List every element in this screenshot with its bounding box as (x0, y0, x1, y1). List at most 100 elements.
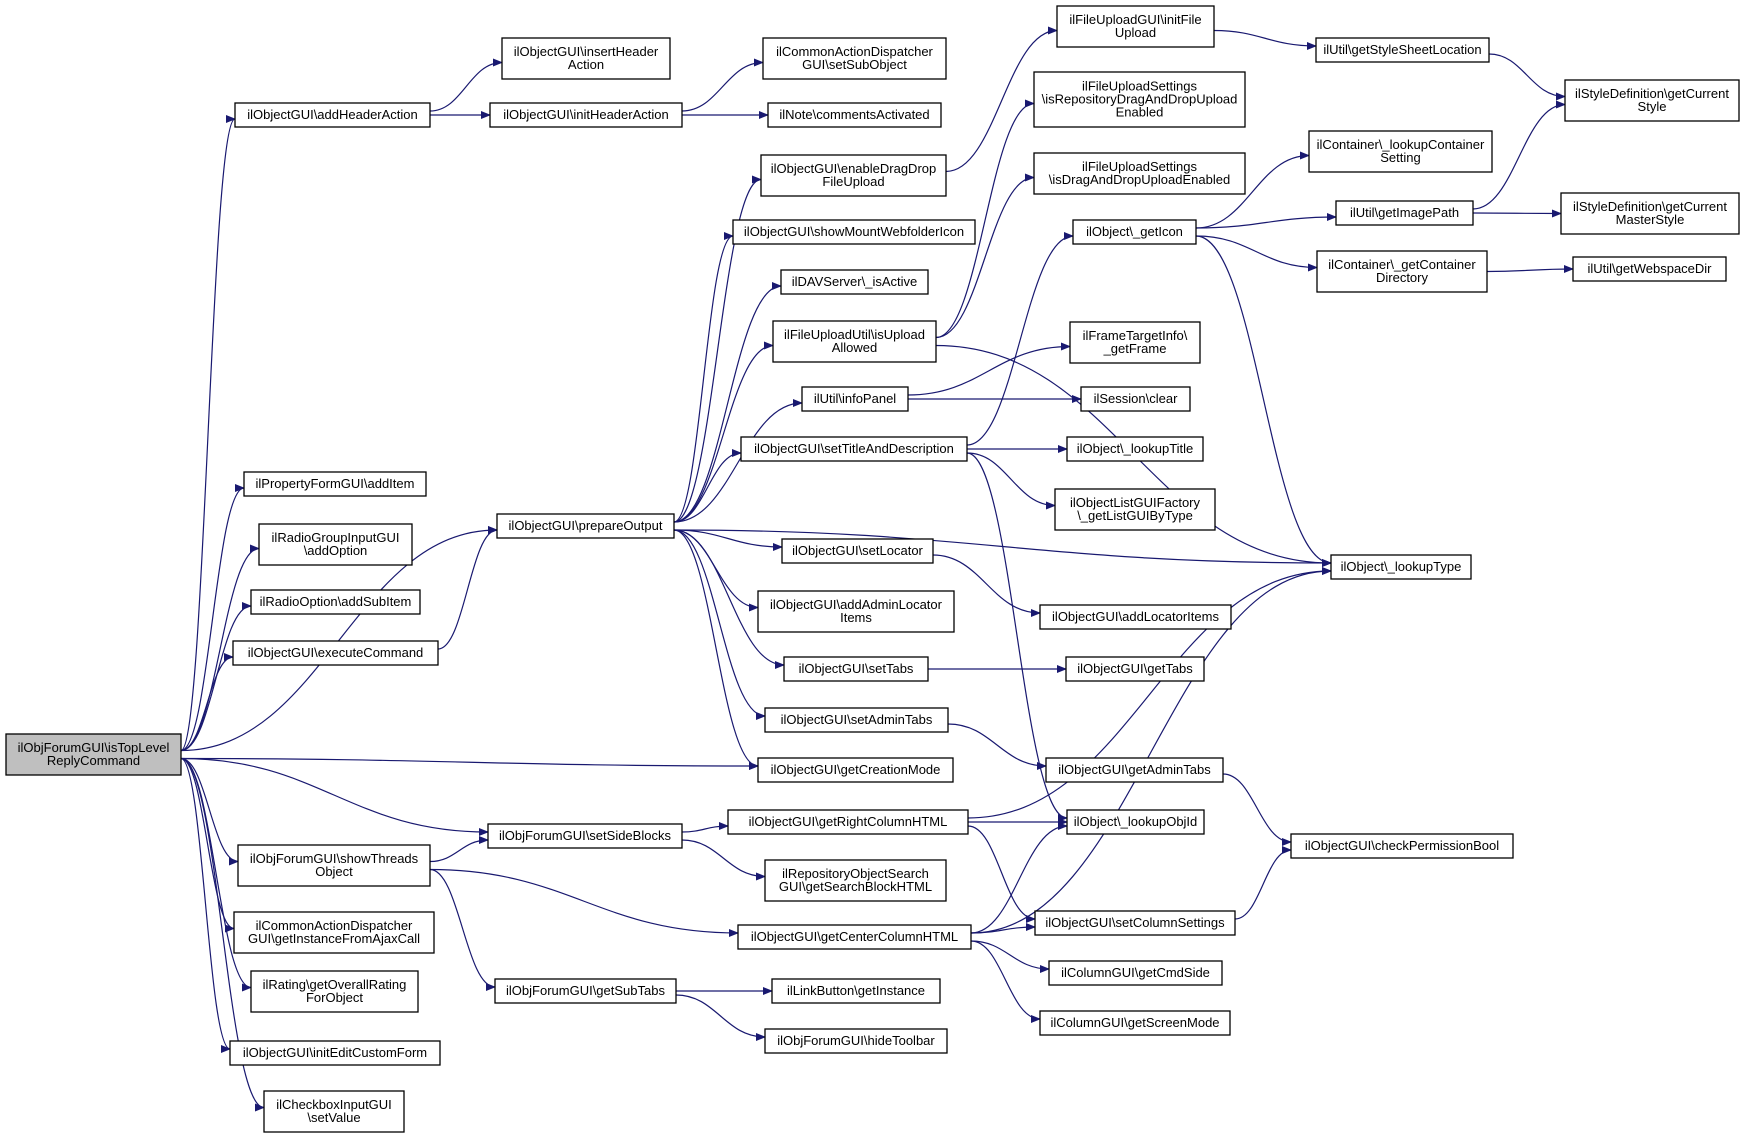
edge-getCenterColumn-to-getCmdSide (970, 940, 1050, 973)
node-sessionClear[interactable]: ilSession\clear (1080, 386, 1191, 412)
node-setAdminTabs[interactable]: ilObjectGUI\setAdminTabs (764, 707, 949, 733)
node-label-line: ilObject\_lookupTitle (1077, 441, 1194, 456)
node-label-line: ilContainer\_lookupContainer (1317, 137, 1485, 152)
node-label-line: ilObjectGUI\setAdminTabs (781, 712, 933, 727)
node-getInstanceFromAjax[interactable]: ilCommonActionDispatcherGUI\getInstanceF… (233, 911, 435, 954)
node-getSearchBlock[interactable]: ilRepositoryObjectSearchGUI\getSearchBlo… (764, 859, 947, 902)
node-getImagePath[interactable]: ilUtil\getImagePath (1335, 200, 1474, 226)
node-box (1315, 37, 1490, 63)
node-hideToolbar[interactable]: ilObjForumGUI\hideToolbar (764, 1028, 948, 1054)
edge-initHeaderAction-to-setSubObject (681, 58, 764, 112)
node-box (732, 219, 976, 245)
node-getListGUIByType[interactable]: ilObjectListGUIFactory\_getListGUIByType (1054, 488, 1216, 531)
edge-getCenterColumn-to-getScreenMode (970, 940, 1041, 1023)
node-prepareOutput[interactable]: ilObjectGUI\prepareOutput (496, 513, 675, 539)
edge-root-to-showThreads (180, 757, 239, 866)
node-getCreationMode[interactable]: ilObjectGUI\getCreationMode (757, 757, 954, 783)
node-getFrame[interactable]: ilFrameTargetInfo\_getFrame (1069, 321, 1201, 364)
node-getWebspaceDir[interactable]: ilUtil\getWebspaceDir (1572, 256, 1727, 282)
node-getStyleSheet[interactable]: ilUtil\getStyleSheetLocation (1315, 37, 1490, 63)
node-label-line: Items (840, 610, 872, 625)
node-label-line: ilStyleDefinition\getCurrent (1573, 199, 1727, 214)
node-lookupObjId[interactable]: ilObject\_lookupObjId (1066, 809, 1205, 835)
node-addSubItem[interactable]: ilRadioOption\addSubItem (250, 589, 421, 615)
node-box (801, 386, 909, 412)
node-label-line: ilFileUploadGUI\initFile (1069, 12, 1201, 27)
node-isDnd[interactable]: ilFileUploadSettings\isDragAndDropUpload… (1033, 152, 1246, 195)
node-label-line: Enabled (1116, 105, 1164, 120)
node-initHeaderAction[interactable]: ilObjectGUI\initHeaderAction (489, 102, 683, 128)
edge-setAdminTabs-to-getAdminTabs (947, 723, 1047, 770)
edge-prepareOutput-to-getCreationMode (673, 529, 759, 770)
node-label-line: ilFileUploadSettings (1082, 79, 1197, 94)
edge-enableDragDrop-to-initFileUpload (945, 26, 1058, 173)
node-label-line: ilRadioGroupInputGUI (272, 530, 400, 545)
node-checkPermissionBool[interactable]: ilObjectGUI\checkPermissionBool (1290, 833, 1514, 859)
node-executeCommand[interactable]: ilObjectGUI\executeCommand (232, 640, 439, 666)
node-label-line: ilObjectGUI\getCenterColumnHTML (751, 929, 958, 944)
edge-getRightColumn-to-setColumnSettings (967, 825, 1036, 923)
node-addHeaderAction[interactable]: ilObjectGUI\addHeaderAction (234, 102, 431, 128)
node-davIsActive[interactable]: ilDAVServer\_isActive (780, 269, 929, 295)
node-box (1072, 219, 1197, 245)
node-setColumnSettings[interactable]: ilObjectGUI\setColumnSettings (1034, 910, 1236, 936)
node-setTitleDesc[interactable]: ilObjectGUI\setTitleAndDescription (740, 436, 968, 462)
node-box (234, 102, 431, 128)
node-showMount[interactable]: ilObjectGUI\showMountWebfolderIcon (732, 219, 976, 245)
node-getSubTabs[interactable]: ilObjForumGUI\getSubTabs (494, 978, 677, 1004)
node-setTabs[interactable]: ilObjectGUI\setTabs (783, 656, 929, 682)
node-lookupTitle[interactable]: ilObject\_lookupTitle (1066, 436, 1204, 462)
node-getCenterColumn[interactable]: ilObjectGUI\getCenterColumnHTML (737, 924, 972, 950)
node-box (771, 978, 941, 1004)
node-addOption[interactable]: ilRadioGroupInputGUI\addOption (258, 523, 413, 566)
edge-setTitleDesc-to-getListGUIByType (966, 452, 1056, 510)
node-commentsActivated[interactable]: ilNote\commentsActivated (767, 102, 942, 128)
node-isRepoDnd[interactable]: ilFileUploadSettings\isRepositoryDragAnd… (1033, 71, 1246, 128)
node-label-line: \_getListGUIByType (1077, 508, 1193, 523)
node-label-line: Directory (1376, 270, 1429, 285)
node-label-line: GUI\getInstanceFromAjaxCall (248, 931, 420, 946)
node-box (1039, 1010, 1231, 1036)
node-addItem[interactable]: ilPropertyFormGUI\addItem (243, 471, 427, 497)
node-label-line: \isRepositoryDragAndDropUpload (1042, 92, 1238, 107)
node-label-line: ilDAVServer\_isActive (792, 274, 917, 289)
edge-setColumnSettings-to-checkPermissionBool (1234, 846, 1292, 920)
node-box (1316, 250, 1488, 293)
node-box (1054, 488, 1216, 531)
node-getScreenMode[interactable]: ilColumnGUI\getScreenMode (1039, 1010, 1231, 1036)
node-setLocator[interactable]: ilObjectGUI\setLocator (781, 538, 934, 564)
edge-showThreads-to-getSubTabs (429, 868, 496, 991)
node-initEditCustomForm[interactable]: ilObjectGUI\initEditCustomForm (229, 1040, 441, 1066)
node-getCmdSide[interactable]: ilColumnGUI\getCmdSide (1048, 960, 1223, 986)
node-getTabs[interactable]: ilObjectGUI\getTabs (1065, 656, 1205, 682)
node-label-line: Setting (1380, 150, 1420, 165)
edge-initFileUpload-to-getStyleSheet (1213, 29, 1317, 50)
node-setValue[interactable]: ilCheckboxInputGUI\setValue (263, 1090, 405, 1133)
node-box (1564, 79, 1740, 122)
node-linkGetInstance[interactable]: ilLinkButton\getInstance (771, 978, 941, 1004)
node-label-line: ilCheckboxInputGUI (276, 1097, 392, 1112)
node-getRightColumn[interactable]: ilObjectGUI\getRightColumnHTML (727, 809, 969, 835)
node-infoPanel[interactable]: ilUtil\infoPanel (801, 386, 909, 412)
node-box (757, 757, 954, 783)
node-getAdminTabs[interactable]: ilObjectGUI\getAdminTabs (1045, 757, 1224, 783)
node-box (1560, 192, 1740, 235)
node-setSideBlocks[interactable]: ilObjForumGUI\setSideBlocks (487, 823, 683, 849)
node-lookupType[interactable]: ilObject\_lookupType (1330, 554, 1472, 580)
node-addLocatorItems[interactable]: ilObjectGUI\addLocatorItems (1039, 604, 1232, 630)
node-getIcon[interactable]: ilObject\_getIcon (1072, 219, 1197, 245)
node-label-line: ilObjectGUI\setTabs (799, 661, 914, 676)
